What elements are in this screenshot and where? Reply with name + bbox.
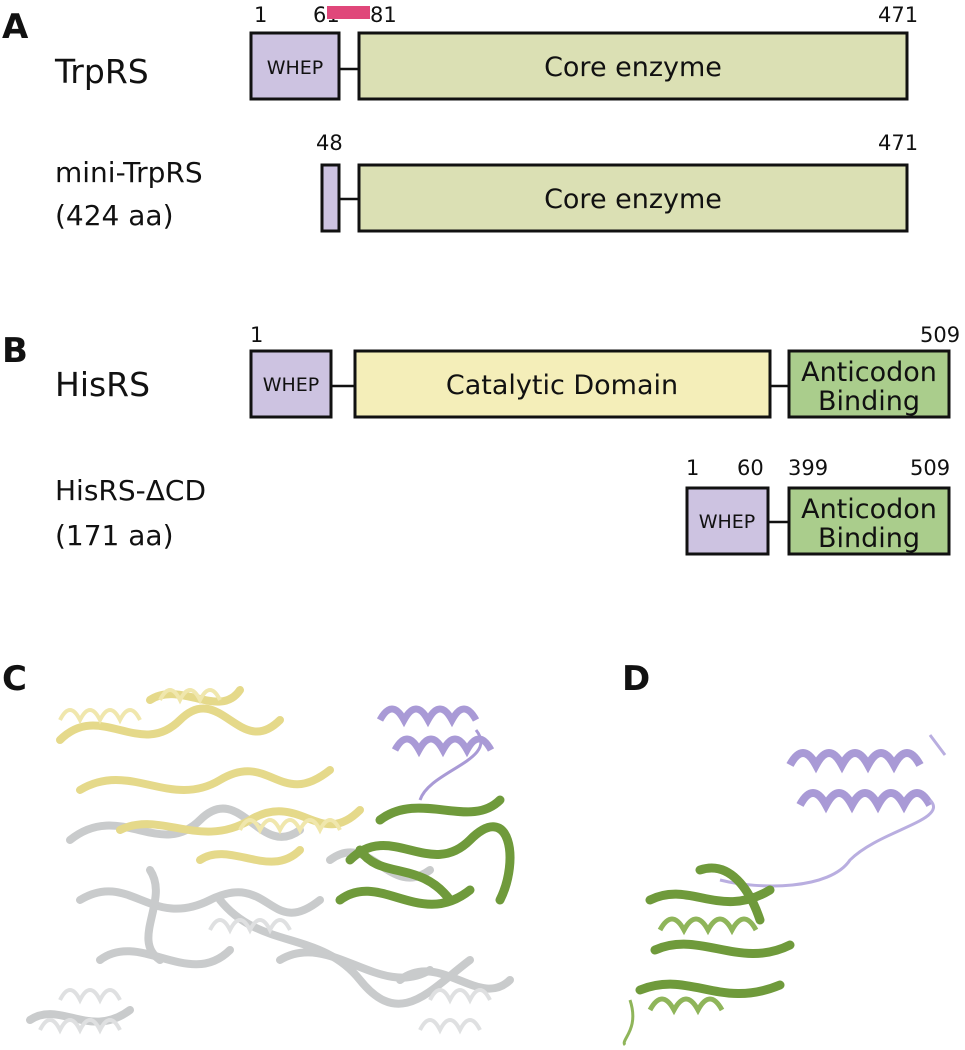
hisrs-catalytic-label: Catalytic Domain <box>446 370 678 401</box>
trprs-whep-label: WHEP <box>267 57 324 79</box>
mini-trprs-end-num: 471 <box>878 131 918 155</box>
hisrs-dcd-ribbon-structure <box>622 734 947 1047</box>
mini-trprs-name: mini-TrpRS <box>55 156 203 189</box>
hisrs-dcd-whep-label: WHEP <box>699 511 756 533</box>
hisrs-anticodon-label-1: Anticodon <box>801 357 937 388</box>
panel-label-d: D <box>622 659 650 699</box>
trprs-name: TrpRS <box>54 52 149 91</box>
hisrs-anticodon-label-2: Binding <box>818 386 920 417</box>
mini-trprs-length: (424 aa) <box>55 199 174 232</box>
hisrs-dimer-ribbon-structure <box>26 686 515 1035</box>
hisrs-dcd-anticodon-domain <box>787 486 951 556</box>
hisrs-end-num: 509 <box>920 323 960 347</box>
hisrs-catalytic-domain <box>353 349 772 419</box>
panel-label-c: C <box>2 659 27 699</box>
panel-label-b: B <box>2 331 28 371</box>
trprs-core-domain <box>357 31 909 101</box>
mini-trprs-start-num: 48 <box>316 131 343 155</box>
hisrs-dcd-length: (171 aa) <box>55 519 174 552</box>
hisrs-dcd-end-num: 509 <box>910 456 950 480</box>
mini-trprs-core-label: Core enzyme <box>544 184 722 215</box>
trprs-start-num: 1 <box>254 3 267 27</box>
hisrs-start-num: 1 <box>250 323 263 347</box>
panel-label-a: A <box>2 7 29 47</box>
hisrs-name: HisRS <box>55 365 150 404</box>
whep-linker-loop <box>719 734 947 888</box>
trprs-peptide-end-num: 81 <box>370 3 397 27</box>
trprs-core-label: Core enzyme <box>544 52 722 83</box>
hisrs-dcd-anticodon-label-1: Anticodon <box>801 494 937 525</box>
mini-trprs-whep-fragment <box>320 163 341 233</box>
trprs-peptide-bar <box>327 6 370 19</box>
hisrs-whep-label: WHEP <box>263 374 320 396</box>
mini-trprs-core-domain <box>357 163 909 233</box>
trprs-whep-domain <box>249 31 341 101</box>
trprs-end-num: 471 <box>878 3 918 27</box>
hisrs-dcd-anticodon-label-2: Binding <box>818 523 920 554</box>
hisrs-dcd-name: HisRS-ΔCD <box>55 474 206 507</box>
hisrs-dcd-anticodon-start-num: 399 <box>788 456 828 480</box>
hisrs-anticodon-domain <box>787 349 951 419</box>
hisrs-dcd-whep-end-num: 60 <box>737 456 764 480</box>
hisrs-whep-domain <box>249 349 333 419</box>
hisrs-dcd-start-num: 1 <box>686 456 699 480</box>
